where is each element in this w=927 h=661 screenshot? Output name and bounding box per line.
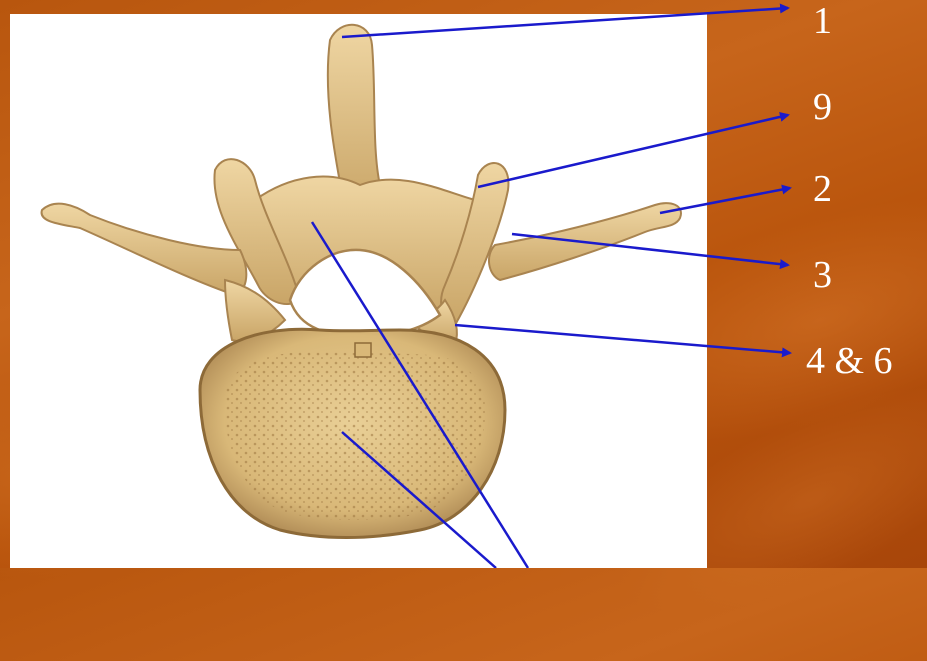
arrow-to-label-1 <box>342 8 788 37</box>
posterior-notch <box>355 343 371 357</box>
vertebra-diagram <box>0 0 927 568</box>
label-2: 2 <box>813 170 832 208</box>
label-4-6: 4 & 6 <box>806 342 893 380</box>
left-transverse-process <box>42 204 247 295</box>
label-1: 1 <box>813 2 832 40</box>
arrow-to-label-2 <box>660 188 790 213</box>
label-3: 3 <box>813 256 832 294</box>
arrow-to-label-9 <box>478 115 788 187</box>
label-9: 9 <box>813 88 832 126</box>
arrow-to-label-4-6 <box>455 325 790 353</box>
